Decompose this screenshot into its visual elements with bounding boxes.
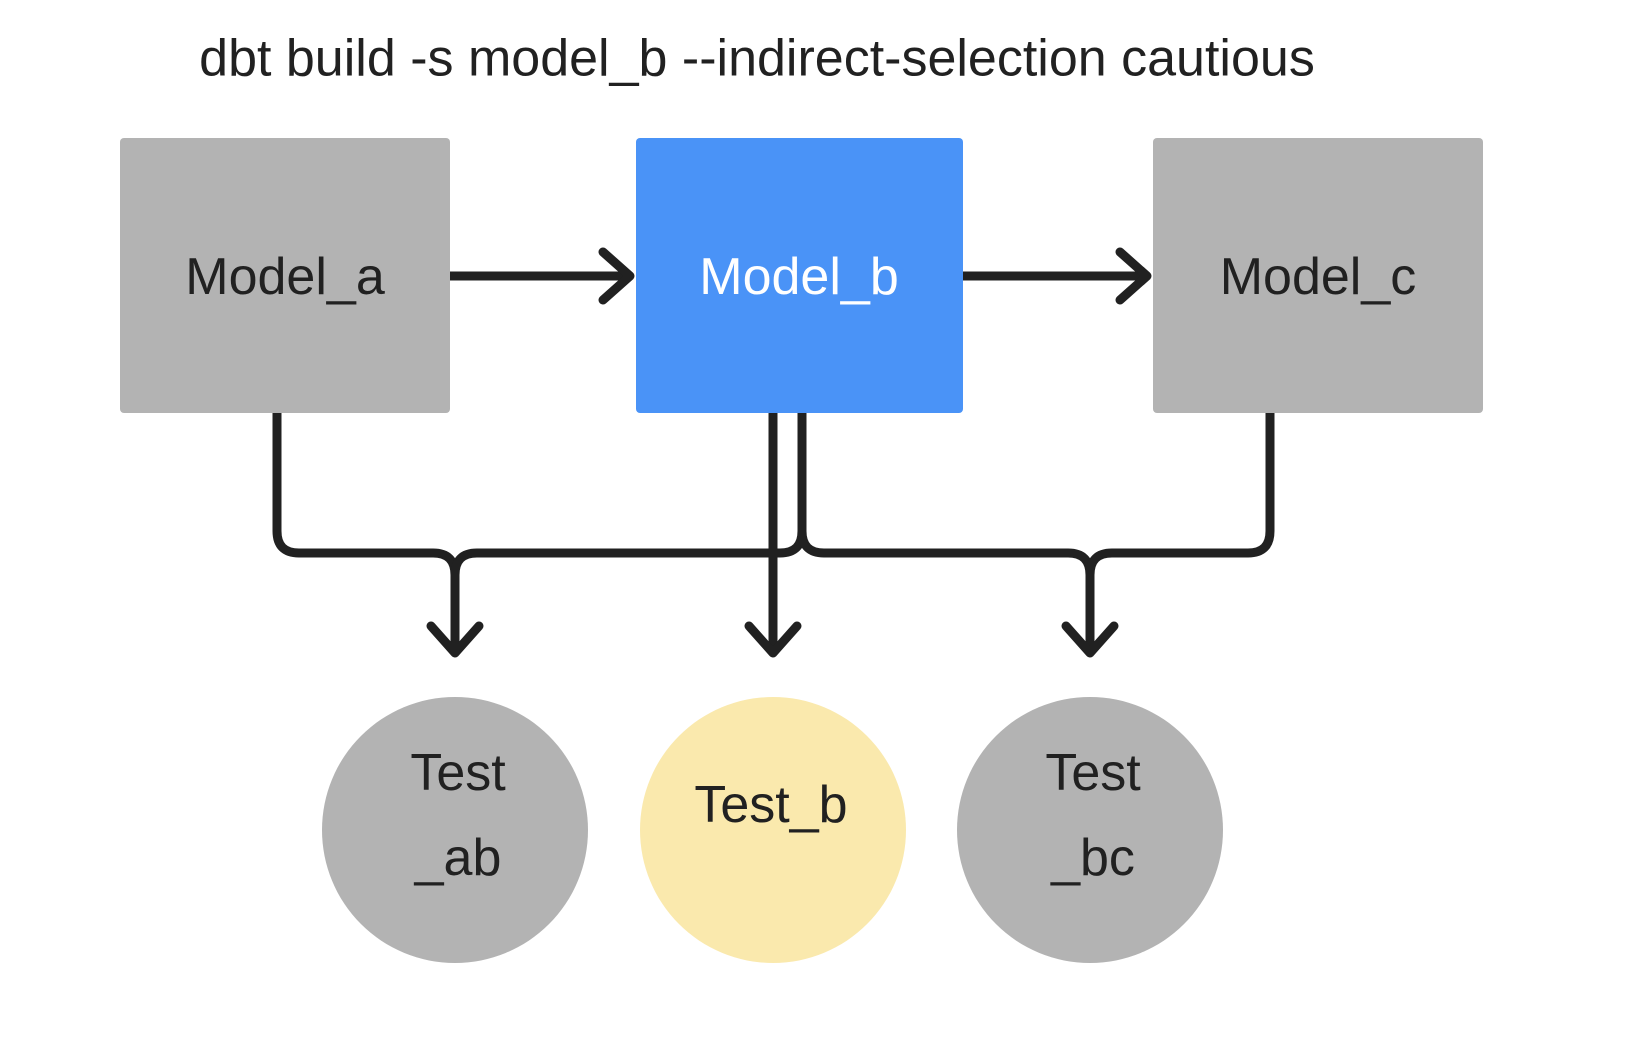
edge-model-c-to-test-bc <box>1061 408 1275 658</box>
edge-model-b-to-test-b <box>744 408 802 658</box>
model-a-rect[interactable] <box>120 138 450 413</box>
edge-model-b-to-model-c <box>958 247 1152 305</box>
model-node-model-c[interactable]: Model_c <box>1153 138 1483 413</box>
test-bc-label-line1: Test <box>1045 744 1141 802</box>
edge-layer <box>272 247 1275 658</box>
test-ab-label-line1: Test <box>410 744 506 802</box>
model-b-label: Model_b <box>699 248 898 306</box>
model-node-model-b[interactable]: Model_b <box>636 138 963 413</box>
model-c-rect[interactable] <box>1153 138 1483 413</box>
test-node-test-b[interactable]: Test_b <box>640 697 906 963</box>
model-c-label: Model_c <box>1220 248 1417 306</box>
test-node-test-bc[interactable]: Test _bc <box>957 697 1223 963</box>
test-b-label-line1: Test_b <box>694 776 847 834</box>
edge-model-a-to-model-b <box>445 247 635 305</box>
edge-model-a-to-test-ab <box>272 408 484 658</box>
page-title: dbt build -s model_b --indirect-selectio… <box>199 30 1315 88</box>
test-b-circle[interactable] <box>640 697 906 963</box>
test-node-test-ab[interactable]: Test _ab <box>322 697 588 963</box>
model-a-label: Model_a <box>185 248 385 306</box>
model-node-model-a[interactable]: Model_a <box>120 138 450 413</box>
edge-model-b-to-test-ab <box>450 408 807 655</box>
test-bc-circle[interactable] <box>957 697 1223 963</box>
test-ab-label-line2: _ab <box>414 829 502 887</box>
test-ab-circle[interactable] <box>322 697 588 963</box>
edge-model-b-to-test-bc <box>797 408 1095 655</box>
test-bc-label-line2: _bc <box>1050 829 1135 887</box>
model-b-rect[interactable] <box>636 138 963 413</box>
